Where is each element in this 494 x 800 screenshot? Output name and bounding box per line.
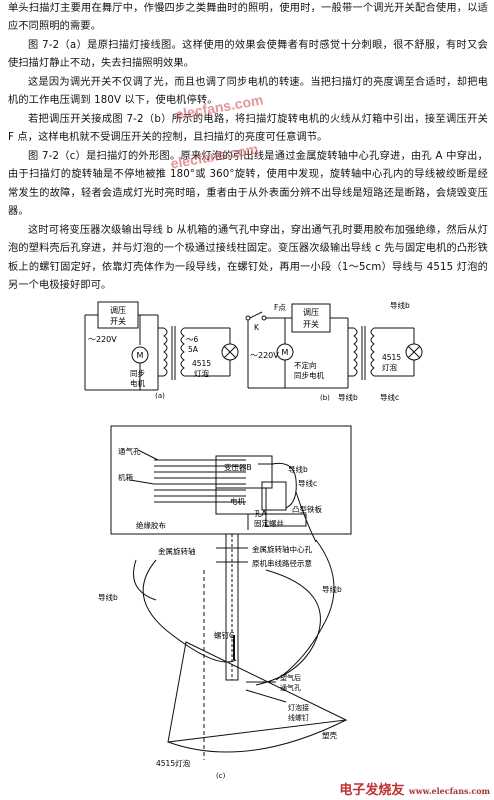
- paragraph-6: 这时可将变压器次级输出导线 b 从机箱的通气孔中穿出，穿出通气孔时要用胶布加强绝…: [8, 225, 488, 292]
- c-wire-c: 导线c: [298, 478, 317, 488]
- b-wire-b2: 导线b: [338, 392, 358, 402]
- c-lamp-terminal: 灯泡接: [288, 703, 309, 712]
- b-voltage: ～220V: [250, 351, 279, 360]
- logo-url: www.elecfans.com: [408, 786, 490, 796]
- site-logo: 电子发烧友 www.elecfans.com: [339, 779, 490, 798]
- c-lamp: 4515灯泡: [156, 758, 191, 768]
- b-motor-symbol: M: [282, 348, 289, 357]
- c-wire-b-right: 导线b: [322, 584, 342, 594]
- c-wire-b-top: 导线b: [288, 464, 308, 474]
- paragraph-4: 若把调压开关接成图 7-2（b）所示的电路，将扫描灯旋转电机的火线从灯箱中引出，…: [8, 114, 488, 144]
- a-motor-label: 同步: [130, 369, 145, 378]
- c-orig-path: 原机串线路径示意: [252, 558, 312, 568]
- svg-text:同步电机: 同步电机: [294, 370, 324, 380]
- b-motor-label: 不定向: [294, 360, 317, 370]
- svg-text:开关: 开关: [303, 319, 319, 329]
- diagram-a: 调压 开关 ～220V M 同步 电机 ～6 5A 4515 灯泡 (a): [84, 301, 239, 400]
- b-lamp-label: 4515: [382, 353, 401, 362]
- a-caption: (a): [155, 392, 165, 400]
- c-vent: 通气孔: [118, 446, 141, 456]
- paragraph-3: 这是因为调光开关不仅调了光，而且也调了同步电机的转速。当把扫描灯的亮度调至合适时…: [8, 77, 488, 107]
- diagram-b: K F点 调压 开关 ～220V M 不定向 同步电机 导线b 4515 灯泡 …: [245, 300, 423, 402]
- a-motor-symbol: M: [137, 351, 144, 360]
- b-k-label: K: [254, 323, 260, 332]
- logo-text: 电子发烧友: [339, 783, 405, 798]
- a-voltage: ～220V: [88, 335, 117, 344]
- c-tape: 绝缘胶布: [136, 520, 166, 530]
- svg-text:开关: 开关: [110, 316, 126, 326]
- c-shell: 塑壳: [322, 730, 337, 740]
- c-screw-c: 螺钉C: [214, 630, 234, 640]
- c-hole-a: 孔A: [254, 509, 267, 518]
- paragraph-5: 图 7-2（c）是扫描灯的外形图。原来灯泡的引出线是通过金属旋转轴中心孔穿进，由…: [8, 151, 488, 218]
- svg-text:电机: 电机: [130, 378, 145, 388]
- a-switch-label: 调压: [110, 306, 126, 315]
- c-shaft-hole: 金属旋转轴中心孔: [252, 544, 312, 554]
- paragraph-2: 图 7-2（a）是原扫描灯接线图。这样使用的效果会使舞者有时感觉十分刺眼，很不舒…: [8, 40, 488, 70]
- b-wire-b: 导线b: [390, 300, 410, 310]
- b-f-point: F点: [274, 303, 286, 312]
- c-transformer: 变压器B: [224, 462, 252, 472]
- svg-text:灯泡: 灯泡: [382, 362, 397, 372]
- svg-text:线螺钉: 线螺钉: [288, 713, 309, 722]
- c-motor: 电机: [230, 496, 245, 506]
- c-shaft: 金属旋转轴: [158, 546, 196, 556]
- a-transformer-out: ～6: [186, 335, 198, 344]
- c-box: 机箱: [118, 472, 133, 482]
- b-wire-c: 导线c: [380, 392, 399, 402]
- svg-text:通气孔: 通气孔: [280, 683, 301, 692]
- c-caption: (c): [216, 772, 226, 780]
- svg-text:5A: 5A: [188, 345, 199, 354]
- b-caption: (b): [320, 394, 330, 402]
- svg-text:灯泡: 灯泡: [194, 368, 209, 378]
- a-lamp-label: 4515: [192, 359, 211, 368]
- c-convex-plate: 凸型铁板: [292, 504, 322, 514]
- c-plastic-vent: 塑气后: [280, 673, 301, 682]
- c-fix-screw: 固定螺丝: [254, 518, 284, 528]
- c-wire-b-left: 导线b: [98, 592, 118, 602]
- diagram-c: 通气孔 机箱 变压器B 电机 导线c 导线b 凸型铁板 孔A 固定螺丝 绝缘胶布…: [98, 425, 352, 780]
- paragraph-1: 单头扫描灯主要用在舞厅中，作慢四步之类舞曲时的照明，使用时，一般带一个调光开关配…: [8, 3, 488, 33]
- b-switch-label: 调压: [303, 308, 319, 317]
